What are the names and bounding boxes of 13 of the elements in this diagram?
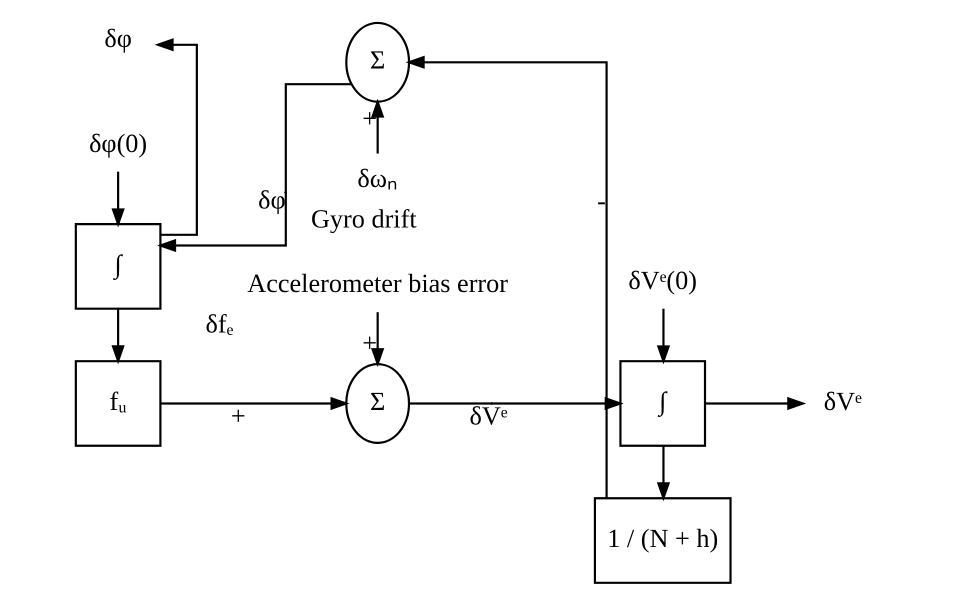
node-text: δωₙ <box>357 164 398 193</box>
node-label: δfₑ <box>206 310 234 339</box>
edge-label: - <box>597 186 606 216</box>
edge-label: + <box>230 401 246 430</box>
node-text: δφ <box>104 24 132 53</box>
edge-label: δV̇ᵉ <box>470 401 508 430</box>
node-text: δφ(0) <box>89 128 148 158</box>
node-text: δVᵉ(0) <box>628 266 698 295</box>
edge-label: + <box>362 328 378 358</box>
edge-label: + <box>362 104 378 133</box>
node-text: Accelerometer bias error <box>247 268 508 298</box>
node-label: Gyro drift <box>310 204 417 234</box>
node-text: δVᵉ <box>824 386 862 416</box>
